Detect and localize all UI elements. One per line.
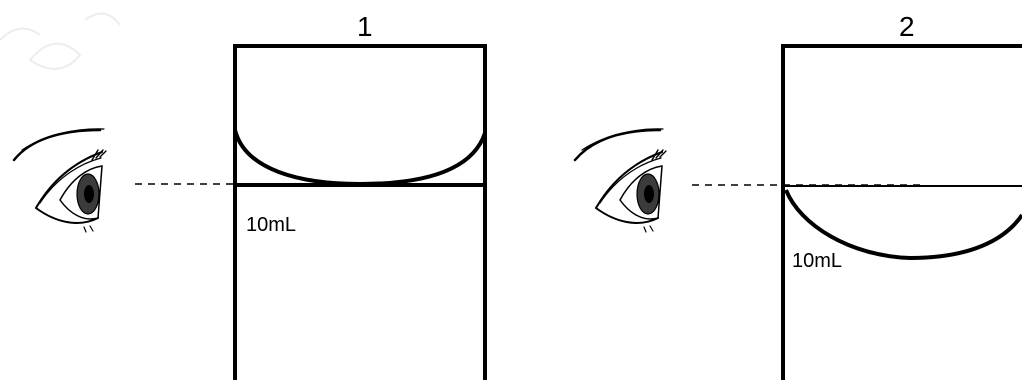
graduated-cylinder xyxy=(783,44,1022,380)
eye-icon xyxy=(14,129,106,232)
meniscus-curve xyxy=(235,130,485,184)
panel-2: 2 10mL xyxy=(575,11,1022,380)
graduated-cylinder xyxy=(235,44,485,380)
meniscus-curve xyxy=(786,190,1022,258)
graduation-label: 10mL xyxy=(246,214,296,236)
graduation-label: 10mL xyxy=(792,250,842,272)
panel-number: 2 xyxy=(899,11,915,42)
panel-1: 1 10mL xyxy=(14,11,485,380)
panel-number: 1 xyxy=(357,11,373,42)
watermark xyxy=(0,14,120,69)
eye-icon xyxy=(575,129,666,232)
